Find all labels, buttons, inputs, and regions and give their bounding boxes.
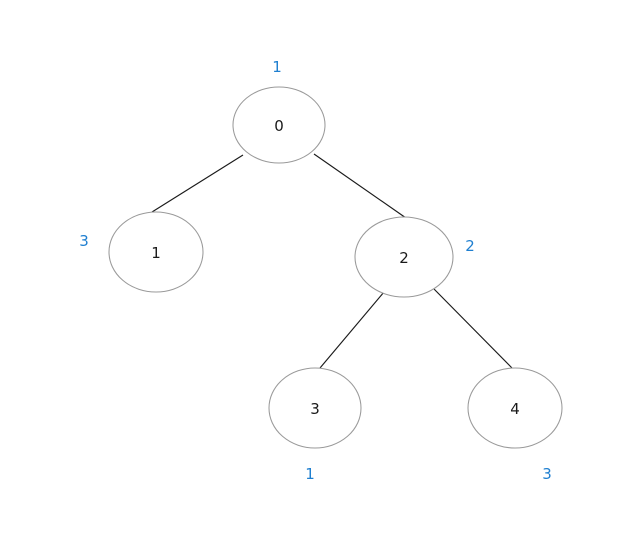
tree-node-0[interactable]: 0 [232, 86, 326, 164]
tree-edge-2-3 [319, 291, 385, 369]
edges-group [151, 153, 513, 369]
node-label-0: 0 [274, 117, 284, 135]
node-annotation-3: 1 [305, 465, 315, 483]
tree-node-2[interactable]: 2 [354, 216, 454, 298]
node-label-4: 4 [510, 400, 520, 418]
tree-edge-0-1 [151, 154, 244, 213]
tree-node-1[interactable]: 1 [108, 211, 204, 293]
node-label-2: 2 [399, 249, 409, 267]
node-circle-3[interactable] [268, 367, 362, 449]
node-circle-2[interactable] [354, 216, 454, 298]
tree-edge-2-4 [433, 288, 513, 369]
tree-node-4[interactable]: 4 [467, 367, 563, 449]
tree-node-3[interactable]: 3 [268, 367, 362, 449]
tree-edge-0-2 [313, 153, 407, 219]
node-annotation-2: 2 [465, 237, 475, 255]
node-circle-1[interactable] [108, 211, 204, 293]
node-circle-0[interactable] [232, 86, 326, 164]
node-circle-4[interactable] [467, 367, 563, 449]
node-annotation-4: 3 [542, 465, 552, 483]
nodes-group: 0 1 2 3 4 [108, 86, 563, 449]
node-label-1: 1 [151, 244, 161, 262]
annotations-group: 1 3 2 1 3 [79, 58, 552, 483]
node-annotation-1: 3 [79, 232, 89, 250]
node-annotation-0: 1 [272, 58, 282, 76]
node-label-3: 3 [310, 400, 320, 418]
